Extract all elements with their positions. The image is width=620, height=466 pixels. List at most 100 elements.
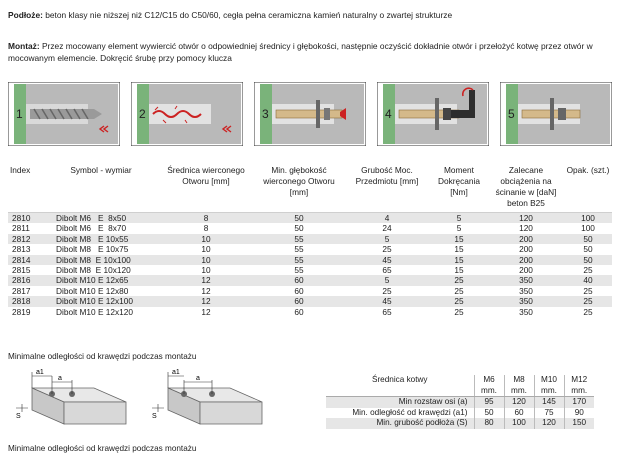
- substrate-label: Podłoże:: [8, 10, 43, 20]
- cell-value: 80: [473, 418, 504, 429]
- edge-distance-diagram-1: a a1 S: [14, 366, 134, 435]
- cell-thickness: 5: [344, 233, 430, 245]
- header-index: Index: [8, 163, 44, 213]
- cell-load: 200: [519, 244, 533, 255]
- cell-index: 2819: [12, 306, 31, 317]
- step-4-wrench-icon: 4: [377, 82, 489, 146]
- cell-pack: 100: [581, 223, 595, 234]
- table-header: Index Symbol - wymiar Średnica wierconeg…: [8, 163, 612, 213]
- cell-symbol: Dibolt M6 E 8x70: [56, 223, 127, 234]
- cell-torque: 5: [430, 212, 488, 224]
- header-hole-diameter: Średnica wierconego Otworu [mm]: [158, 163, 254, 213]
- cell-index: 2813: [12, 244, 31, 255]
- cell-pack: 50: [564, 233, 612, 245]
- cell-value: 90: [563, 407, 594, 419]
- cell-diameter: 12: [158, 296, 254, 307]
- cell-symbol: Dibolt M10 E 12x100: [44, 296, 158, 307]
- cell-load: 120: [488, 212, 564, 224]
- cell-value: 95: [473, 396, 504, 408]
- cell-index: 2811: [12, 223, 30, 234]
- edge-distance-diagram-2: a a1 S: [150, 366, 270, 435]
- cell-symbol: Dibolt M10 E 12x120: [56, 306, 134, 317]
- cell-diameter: 8: [203, 223, 209, 234]
- cell-value: 50: [473, 407, 504, 419]
- anchor-diameter-title: Średnica kotwy: [371, 375, 428, 384]
- cell-load: 350: [519, 306, 533, 317]
- table-row: Min. grubość podłoża (S) 80 100 120 150: [326, 418, 594, 429]
- edge-distance-table: Średnica kotwy M6 M8 M10 M12 mm. mm. mm.…: [326, 375, 594, 429]
- header-pack: Opak. (szt.): [564, 163, 612, 213]
- svg-text:5: 5: [508, 107, 515, 121]
- cell-diameter: 12: [201, 306, 211, 317]
- cell-torque: 25: [454, 285, 464, 296]
- installation-steps: 1 2 3: [8, 82, 612, 146]
- cell-symbol: Dibolt M6 E 8x50: [44, 212, 158, 224]
- step-2-cleaning-icon: 2: [131, 82, 243, 146]
- cell-torque: 5: [456, 223, 462, 234]
- cell-depth: 60: [294, 306, 304, 317]
- row-label: Min. odległość od krawędzi (a1): [352, 407, 468, 417]
- size-m6: M6: [473, 375, 504, 386]
- cell-value: 120: [533, 418, 564, 429]
- header-torque: Moment Dokręcania [Nm]: [430, 163, 488, 213]
- row-label: Min rozstaw osi (a): [326, 396, 474, 408]
- unit-label: mm.: [503, 385, 534, 398]
- edge-distance-caption: Minimalne odległości od krawędzi podczas…: [8, 352, 197, 361]
- mounting-paragraph: Montaż: Przez mocowany element wywiercić…: [8, 41, 612, 64]
- mounting-label: Montaż:: [8, 41, 40, 51]
- unit-label: mm.: [473, 385, 504, 398]
- cell-pack: 50: [564, 254, 612, 266]
- cell-diameter: 12: [158, 275, 254, 286]
- unit-label: mm.: [563, 385, 594, 398]
- cell-index: 2810: [8, 212, 44, 224]
- cell-thickness: 65: [382, 306, 392, 317]
- cell-torque: 25: [430, 275, 488, 286]
- cell-depth: 55: [294, 244, 304, 255]
- size-m12: M12: [563, 375, 594, 386]
- cell-pack: 25: [583, 265, 593, 276]
- cell-pack: 40: [564, 275, 612, 286]
- cell-torque: 15: [430, 254, 488, 266]
- cell-value: 100: [503, 418, 534, 429]
- cell-pack: 25: [583, 306, 593, 317]
- cell-thickness: 5: [344, 275, 430, 286]
- header-symbol: Symbol - wymiar: [44, 163, 158, 213]
- substrate-paragraph: Podłoże: beton klasy nie niższej niż C12…: [8, 10, 612, 22]
- cell-value: 170: [563, 396, 594, 408]
- cell-depth: 60: [254, 275, 344, 286]
- cell-symbol: Dibolt M10 E 12x80: [56, 285, 129, 296]
- cell-index: 2816: [8, 275, 44, 286]
- cell-thickness: 24: [382, 223, 392, 234]
- cell-value: 150: [563, 418, 594, 429]
- table-row: Min rozstaw osi (a) 95 120 145 170: [326, 396, 594, 408]
- cell-diameter: 10: [201, 244, 211, 255]
- cell-thickness: 25: [382, 285, 392, 296]
- svg-text:4: 4: [385, 107, 392, 121]
- cell-load: 350: [519, 285, 533, 296]
- svg-text:S: S: [152, 413, 157, 420]
- cell-thickness: 4: [344, 212, 430, 224]
- cell-symbol: Dibolt M8 E 10x75: [56, 244, 129, 255]
- cell-pack: 50: [583, 244, 593, 255]
- unit-label: mm.: [533, 385, 564, 398]
- cell-diameter: 10: [158, 254, 254, 266]
- cell-pack: 100: [564, 212, 612, 224]
- cell-thickness: 65: [382, 265, 392, 276]
- step-3-insert-anchor-icon: 3: [254, 82, 366, 146]
- cell-load: 350: [488, 296, 564, 307]
- cell-depth: 50: [254, 212, 344, 224]
- cell-index: 2817: [12, 285, 31, 296]
- cell-diameter: 10: [158, 233, 254, 245]
- cell-torque: 25: [430, 296, 488, 307]
- cell-index: 2812: [8, 233, 44, 245]
- cell-depth: 60: [254, 296, 344, 307]
- cell-symbol: Dibolt M10 E 12x65: [44, 275, 158, 286]
- cell-index: 2818: [8, 296, 44, 307]
- cell-index: 2814: [8, 254, 44, 266]
- cell-depth: 55: [254, 233, 344, 245]
